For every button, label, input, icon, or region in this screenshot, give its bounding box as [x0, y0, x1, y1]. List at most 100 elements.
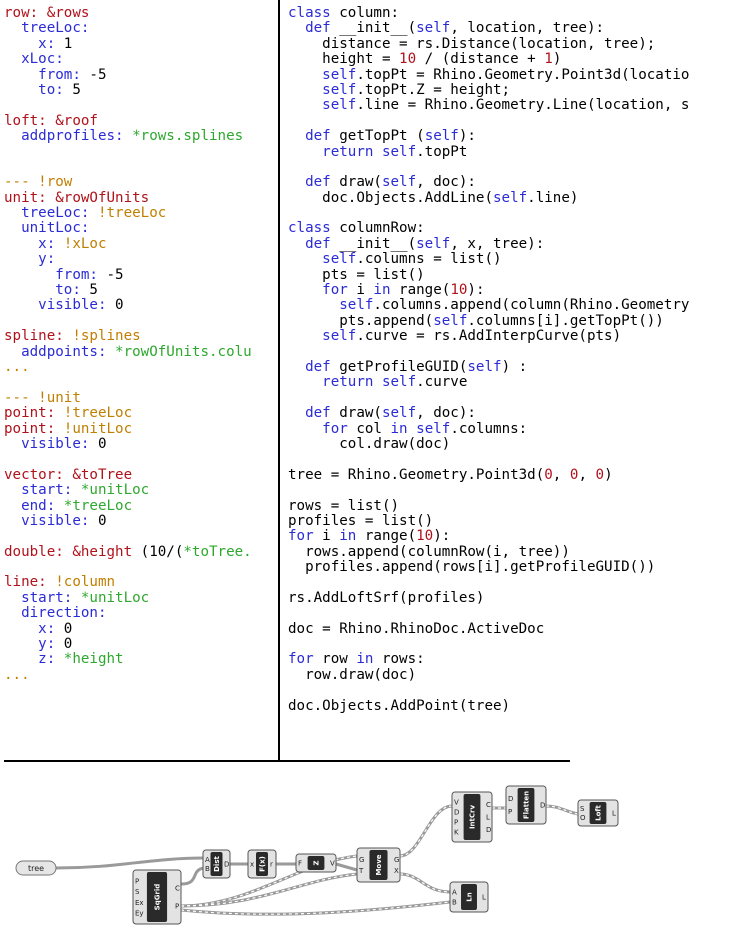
node-sqgrid-input-pin[interactable]: Ex [135, 899, 144, 907]
code-token: __init__( [330, 235, 417, 252]
code-token: , location, tree): [450, 20, 605, 37]
node-fx-input-pin[interactable]: x [250, 861, 254, 869]
code-token: column: [330, 5, 400, 21]
node-sqgrid-input-pin[interactable]: S [135, 888, 140, 896]
code-line: unitLoc: [4, 221, 276, 236]
node-sqgrid-output-pin[interactable]: P [175, 903, 179, 911]
code-line: self.topPt = Rhino.Geometry.Point3d(loca… [288, 66, 730, 83]
node-move-input-pin[interactable]: G [359, 856, 364, 864]
node-intcrv-label: IntCrv [469, 805, 477, 830]
code-line: class columnRow: [288, 221, 730, 236]
node-flatten-input-pin[interactable]: P [508, 808, 512, 816]
node-ln-input-pin[interactable]: A [452, 889, 457, 897]
node-move-output-pin[interactable]: X [394, 867, 399, 875]
code-token: self [381, 143, 417, 160]
code-line: ​ [288, 606, 730, 621]
code-line: pts.append(self.columns[i].getTopPt()) [288, 312, 730, 329]
node-dist-input-pin[interactable]: B [205, 865, 210, 873]
code-token: xLoc: [4, 51, 64, 68]
code-token: self [381, 405, 417, 422]
node-sqgrid-output-pin[interactable]: C [175, 885, 180, 893]
node-sqgrid-input-pin[interactable]: P [135, 877, 139, 885]
node-intcrv-output-pin[interactable]: D [486, 826, 491, 834]
node-flatten-input-pin[interactable]: D [508, 795, 513, 803]
code-line: x: 0 [4, 621, 276, 637]
code-token: ) [604, 466, 613, 483]
code-token: draw( [330, 405, 382, 422]
node-intcrv-input-pin[interactable]: V [454, 799, 459, 807]
code-line: rows.append(columnRow(i, tree)) [288, 544, 730, 560]
code-line: ... [4, 666, 276, 683]
code-token: row.draw(doc) [288, 666, 417, 683]
node-ln-input-pin[interactable]: B [452, 899, 457, 907]
node-intcrv-output-pin[interactable]: C [486, 801, 491, 809]
code-token: &roof [55, 112, 98, 129]
node-loft-input-pin[interactable]: O [580, 814, 586, 822]
node-z-output-pin[interactable]: V [330, 860, 335, 868]
code-token: columnRow: [330, 220, 425, 237]
code-line: def draw(self, doc): [288, 405, 730, 422]
code-line: def getTopPt (self): [288, 128, 730, 144]
code-token: !treeLoc [97, 205, 167, 222]
code-token: 10 [416, 528, 434, 545]
code-line: to: 5 [4, 282, 276, 298]
code-token [288, 297, 339, 313]
python-code-pane[interactable]: class column: def __init__(self, locatio… [282, 0, 730, 762]
code-token [408, 421, 417, 437]
code-token: visible: [4, 297, 116, 314]
yaml-code-pane[interactable]: row: &rows treeLoc: x: 1 xLoc: from: -5 … [0, 0, 276, 762]
node-move-input-pin[interactable]: T [358, 867, 364, 875]
code-line: row: &rows [4, 5, 276, 21]
code-token: pts.append( [288, 312, 434, 329]
node-intcrv-input-pin[interactable]: P [454, 819, 458, 827]
code-token: 0 [569, 466, 579, 483]
code-token: direction: [4, 605, 107, 622]
node-fx-output-pin[interactable]: r [270, 861, 273, 869]
code-token: &toTree [72, 466, 133, 483]
node-move-output-pin[interactable]: G [394, 856, 399, 864]
code-token: .curve [416, 374, 468, 391]
code-token: for [288, 651, 314, 668]
node-z-input-pin[interactable]: F [298, 860, 302, 868]
code-line: --- !unit [4, 390, 276, 406]
code-token: ... [4, 666, 30, 683]
code-line: pts = list() [288, 267, 730, 283]
code-token: !column [55, 574, 116, 591]
tree-parameter[interactable]: tree [15, 860, 57, 876]
code-token: ): [433, 528, 451, 545]
code-line: ​ [288, 345, 730, 360]
node-intcrv-input-pin[interactable]: D [454, 809, 459, 817]
code-token: start: [4, 482, 81, 499]
node-move-label: Move [375, 854, 383, 875]
node-loft-input-pin[interactable]: S [580, 805, 585, 813]
code-token: start: [4, 589, 81, 606]
code-line: self.topPt.Z = height; [288, 82, 730, 98]
node-dist-output-pin[interactable]: D [224, 861, 229, 869]
node-loft-output-pin[interactable]: L [612, 810, 616, 818]
code-token: 0 [63, 636, 73, 653]
code-token: self [416, 235, 451, 252]
code-token: -5 [106, 266, 124, 283]
code-token: self [322, 66, 357, 83]
code-token: spline: [4, 328, 73, 345]
node-sqgrid-input-pin[interactable]: Ey [135, 910, 144, 918]
code-token: , doc): [416, 405, 476, 422]
node-ln-output-pin[interactable]: L [482, 894, 486, 902]
code-token: def [288, 235, 331, 252]
code-token: ) [552, 51, 562, 68]
node-dist-input-pin[interactable]: A [205, 856, 210, 864]
code-token: rows = list() [288, 497, 400, 514]
node-intcrv-output-pin[interactable]: L [486, 814, 490, 822]
node-intcrv-input-pin[interactable]: K [454, 829, 459, 837]
node-flatten-output-pin[interactable]: D [540, 802, 545, 810]
